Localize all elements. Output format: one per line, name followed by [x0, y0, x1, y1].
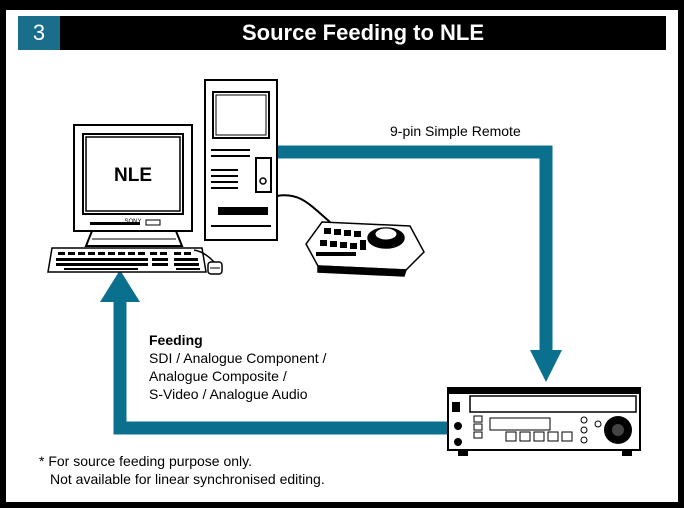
remote-connection-label: 9-pin Simple Remote — [390, 123, 521, 139]
monitor-brand: SONY — [124, 219, 141, 225]
feeding-signal-line-3: S-Video / Analogue Audio — [149, 386, 308, 402]
remote-arrow — [272, 145, 562, 382]
mouse-icon — [193, 249, 223, 275]
footnote-line-2: Not available for linear synchronised ed… — [50, 471, 325, 487]
remote-controller-icon — [276, 194, 425, 277]
feeding-arrow — [100, 270, 448, 435]
feeding-signal-line-2: Analogue Composite / — [149, 368, 287, 384]
pc-tower-icon — [204, 79, 278, 241]
feeding-signal-line-1: SDI / Analogue Component / — [149, 350, 327, 366]
feeding-title: Feeding — [149, 332, 203, 348]
header-bar: 3 Source Feeding to NLE — [18, 16, 666, 50]
monitor-icon — [73, 124, 193, 247]
keyboard-icon — [47, 247, 207, 273]
vtr-deck-icon — [447, 387, 641, 456]
nle-screen-label: NLE — [114, 165, 152, 186]
footnote-line-1: * For source feeding purpose only. — [39, 453, 252, 469]
section-number: 3 — [18, 16, 60, 50]
page-title: Source Feeding to NLE — [241, 20, 485, 45]
